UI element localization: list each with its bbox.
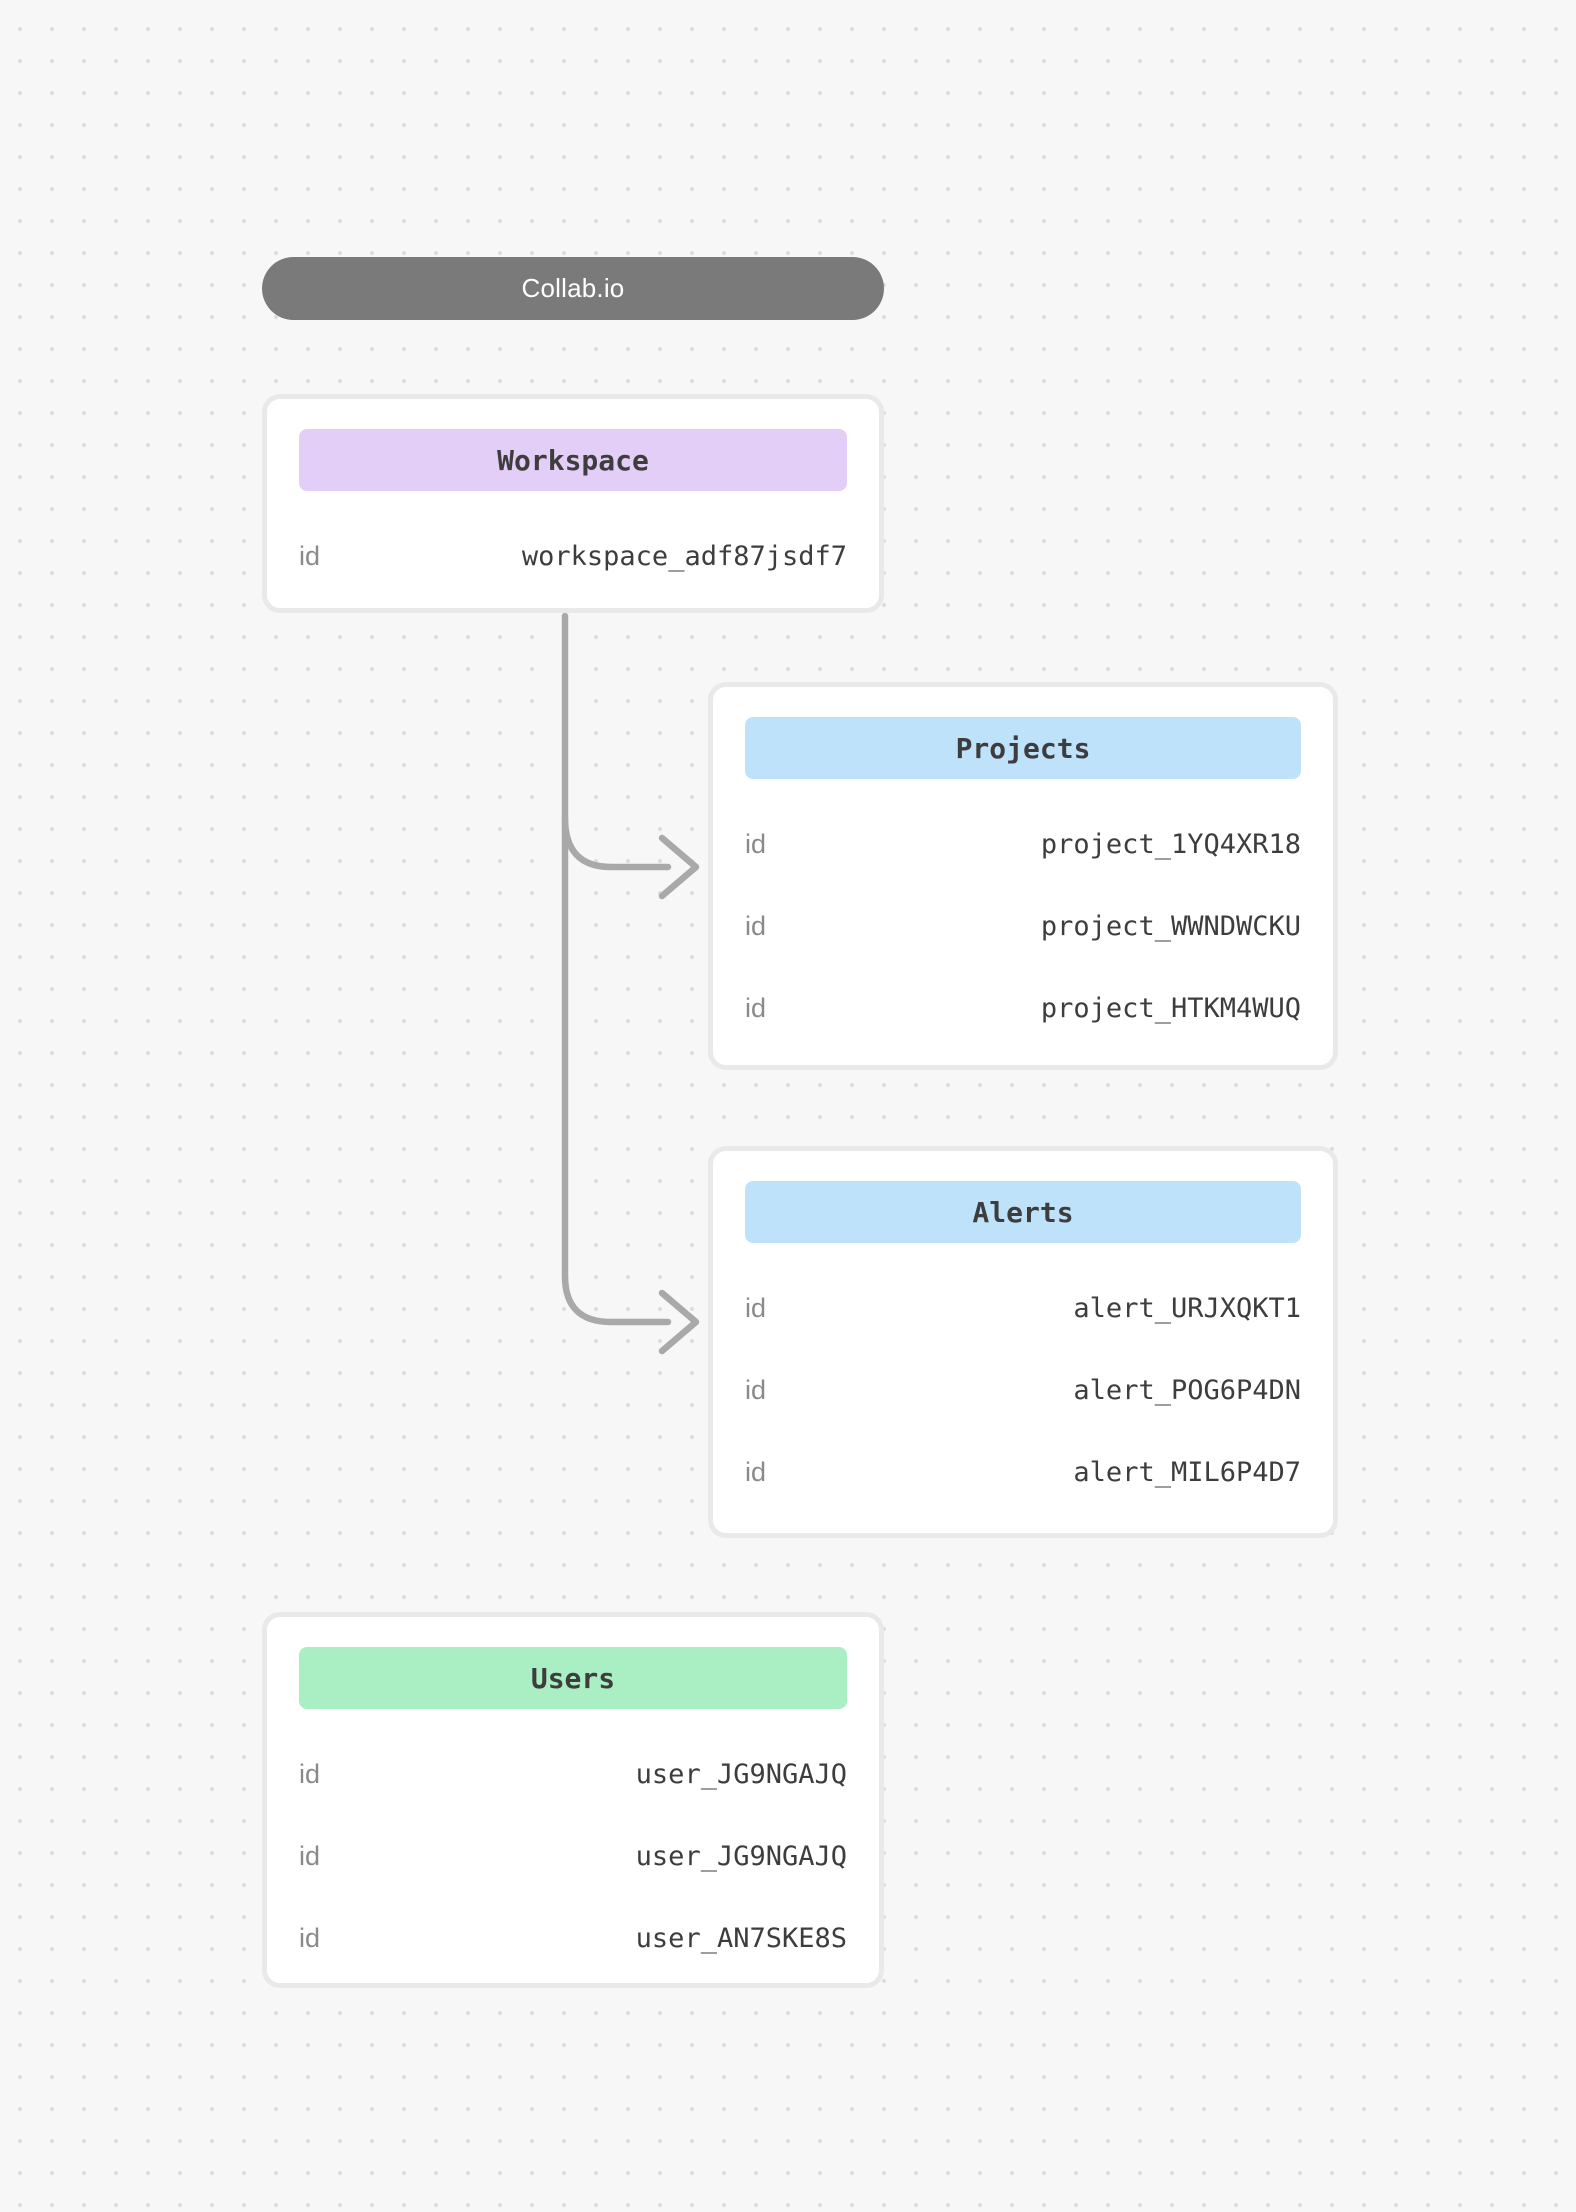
node-alerts-rows: id alert_URJXQKT1 id alert_POG6P4DN id a… xyxy=(745,1267,1301,1513)
node-workspace-title: Workspace xyxy=(497,443,649,477)
arrowhead-workspace-alerts-icon xyxy=(658,1289,700,1355)
field-key: id xyxy=(299,1922,321,1953)
node-workspace-header: Workspace xyxy=(299,429,847,491)
field-value: project_1YQ4XR18 xyxy=(1040,828,1301,860)
field-key: id xyxy=(745,828,767,859)
field-row: id user_JG9NGAJQ xyxy=(299,1815,847,1897)
node-projects-rows: id project_1YQ4XR18 id project_WWNDWCKU … xyxy=(745,803,1301,1049)
connector-workspace-projects xyxy=(561,814,672,871)
field-key: id xyxy=(745,910,767,941)
field-value: project_HTKM4WUQ xyxy=(1040,992,1301,1024)
node-projects[interactable]: Projects id project_1YQ4XR18 id project_… xyxy=(708,682,1338,1070)
node-workspace[interactable]: Workspace id workspace_adf87jsdf7 xyxy=(262,394,884,613)
field-row: id alert_URJXQKT1 xyxy=(745,1267,1301,1349)
node-alerts[interactable]: Alerts id alert_URJXQKT1 id alert_POG6P4… xyxy=(708,1146,1338,1538)
field-key: id xyxy=(299,540,321,571)
node-users-title: Users xyxy=(530,1661,616,1695)
field-value: workspace_adf87jsdf7 xyxy=(521,540,847,572)
field-row: id alert_MIL6P4D7 xyxy=(745,1431,1301,1513)
node-users-header: Users xyxy=(299,1647,847,1709)
diagram-title-pill[interactable]: Collab.io xyxy=(262,257,884,320)
arrowhead-workspace-projects-icon xyxy=(658,834,700,900)
node-users-rows: id user_JG9NGAJQ id user_JG9NGAJQ id use… xyxy=(299,1733,847,1979)
field-key: id xyxy=(745,992,767,1023)
field-row: id user_AN7SKE8S xyxy=(299,1897,847,1979)
field-key: id xyxy=(745,1374,767,1405)
field-row: id project_HTKM4WUQ xyxy=(745,967,1301,1049)
connector-workspace-trunk xyxy=(561,612,672,1326)
node-alerts-title: Alerts xyxy=(972,1195,1074,1229)
field-key: id xyxy=(745,1292,767,1323)
field-value: user_JG9NGAJQ xyxy=(635,1758,847,1790)
field-value: alert_POG6P4DN xyxy=(1073,1374,1301,1406)
field-row: id project_1YQ4XR18 xyxy=(745,803,1301,885)
field-value: alert_MIL6P4D7 xyxy=(1073,1456,1301,1488)
node-workspace-rows: id workspace_adf87jsdf7 xyxy=(299,515,847,597)
node-projects-title: Projects xyxy=(955,731,1091,765)
node-users[interactable]: Users id user_JG9NGAJQ id user_JG9NGAJQ … xyxy=(262,1612,884,1988)
node-projects-header: Projects xyxy=(745,717,1301,779)
field-key: id xyxy=(745,1456,767,1487)
field-value: project_WWNDWCKU xyxy=(1040,910,1301,942)
field-row: id project_WWNDWCKU xyxy=(745,885,1301,967)
field-row: id user_JG9NGAJQ xyxy=(299,1733,847,1815)
field-key: id xyxy=(299,1840,321,1871)
field-key: id xyxy=(299,1758,321,1789)
diagram-title: Collab.io xyxy=(521,273,625,303)
field-row: id alert_POG6P4DN xyxy=(745,1349,1301,1431)
field-value: user_JG9NGAJQ xyxy=(635,1840,847,1872)
field-value: alert_URJXQKT1 xyxy=(1073,1292,1301,1324)
field-row: id workspace_adf87jsdf7 xyxy=(299,515,847,597)
node-alerts-header: Alerts xyxy=(745,1181,1301,1243)
field-value: user_AN7SKE8S xyxy=(635,1922,847,1954)
